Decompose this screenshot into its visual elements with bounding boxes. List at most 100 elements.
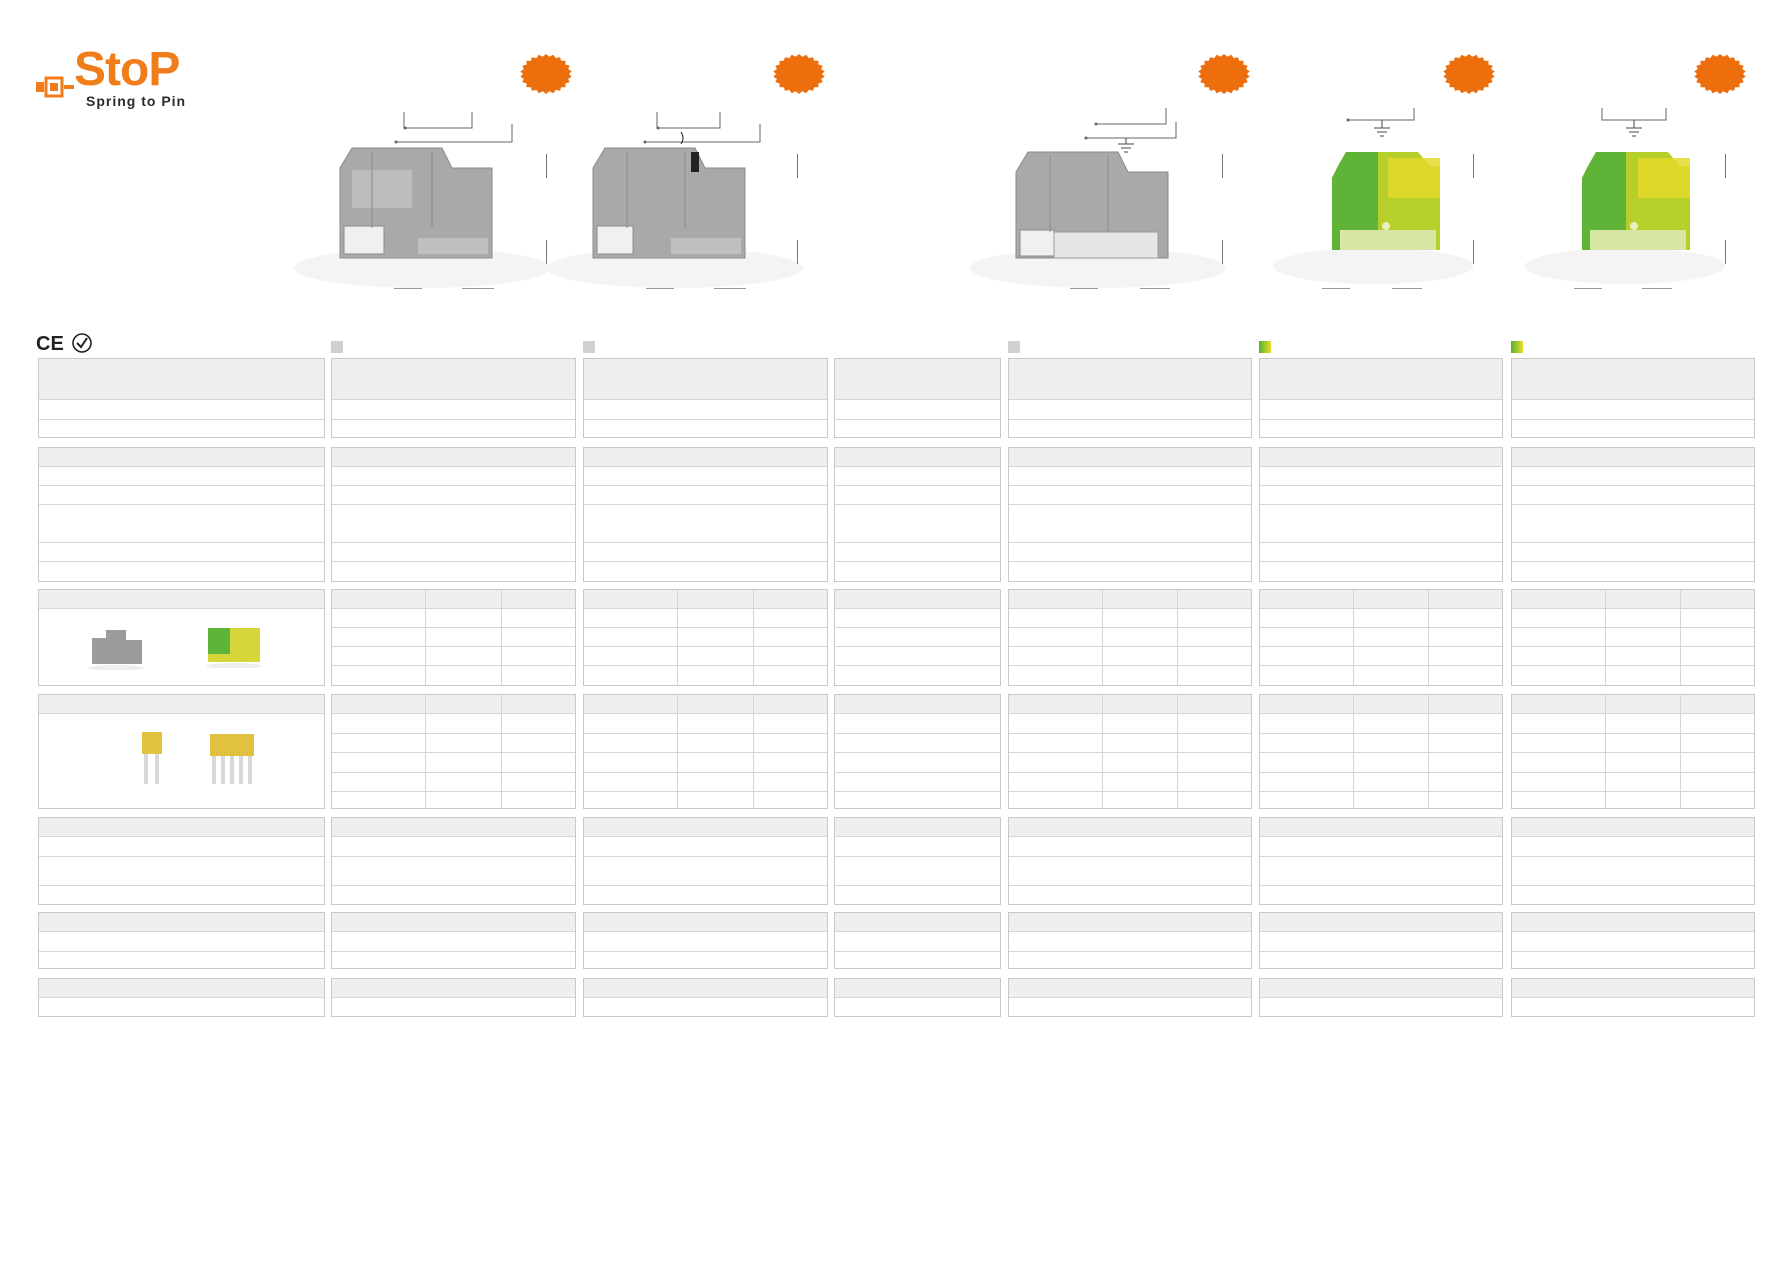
table-row-divider xyxy=(332,951,575,952)
spec-block-header xyxy=(39,359,324,399)
spec-block-header xyxy=(835,818,1000,836)
table-row-divider xyxy=(1260,504,1502,505)
spec-block xyxy=(583,817,828,905)
table-row-divider xyxy=(584,931,827,932)
spec-block-header xyxy=(1260,359,1502,399)
spec-block xyxy=(1259,912,1503,969)
table-column-divider xyxy=(1428,695,1429,808)
spec-block xyxy=(1511,817,1755,905)
spec-block xyxy=(331,694,576,809)
spec-block-header xyxy=(39,913,324,931)
spec-block-header xyxy=(1512,979,1754,997)
spec-block xyxy=(834,912,1001,969)
spec-block-header xyxy=(584,695,827,713)
table-row-divider xyxy=(1512,542,1754,543)
table-row-divider xyxy=(1009,399,1251,400)
table-row-divider xyxy=(1512,997,1754,998)
table-row-divider xyxy=(1512,951,1754,952)
spec-block-header xyxy=(1009,818,1251,836)
spec-block-header xyxy=(1260,448,1502,466)
spec-block xyxy=(38,978,325,1017)
product-image-2 xyxy=(545,108,805,288)
table-row-divider xyxy=(39,713,324,714)
spec-block xyxy=(1008,978,1252,1017)
spec-block xyxy=(331,589,576,686)
product-image-4 xyxy=(1268,108,1478,288)
table-row-divider xyxy=(1260,646,1502,647)
gray-end-plate-icon xyxy=(88,630,144,670)
table-row-divider xyxy=(835,713,1000,714)
table-row-divider xyxy=(1512,399,1754,400)
table-row-divider xyxy=(1512,836,1754,837)
new-badge-icon xyxy=(773,54,825,94)
table-row-divider xyxy=(332,772,575,773)
table-row-divider xyxy=(39,997,324,998)
table-row-divider xyxy=(1260,542,1502,543)
table-row-divider xyxy=(332,561,575,562)
spec-block xyxy=(1259,978,1503,1017)
table-column-divider xyxy=(753,695,754,808)
table-row-divider xyxy=(584,561,827,562)
yellow-green-color-swatch xyxy=(1511,341,1523,353)
table-row-divider xyxy=(1009,646,1251,647)
table-row-divider xyxy=(332,466,575,467)
table-row-divider xyxy=(332,419,575,420)
table-row-divider xyxy=(1009,997,1251,998)
spec-block xyxy=(1511,694,1755,809)
table-column-divider xyxy=(501,695,502,808)
table-column-divider xyxy=(1177,590,1178,685)
spec-block xyxy=(834,358,1001,438)
spec-block-header xyxy=(584,359,827,399)
table-row-divider xyxy=(1009,772,1251,773)
spec-block-header xyxy=(1512,818,1754,836)
table-row-divider xyxy=(1512,713,1754,714)
product-image-3 xyxy=(968,108,1228,288)
spec-block-header xyxy=(332,359,575,399)
table-column-divider xyxy=(677,695,678,808)
table-row-divider xyxy=(1260,419,1502,420)
table-row-divider xyxy=(1512,856,1754,857)
table-row-divider xyxy=(835,856,1000,857)
table-row-divider xyxy=(584,856,827,857)
spec-block xyxy=(1511,447,1755,582)
table-row-divider xyxy=(332,608,575,609)
table-column-divider xyxy=(1353,590,1354,685)
table-row-divider xyxy=(584,419,827,420)
spec-block-header xyxy=(1009,590,1251,608)
table-row-divider xyxy=(332,646,575,647)
yellow-green-color-swatch xyxy=(1259,341,1271,353)
product-image-5 xyxy=(1520,108,1730,288)
product-image-1 xyxy=(292,108,552,288)
spec-block xyxy=(1511,358,1755,438)
table-row-divider xyxy=(1512,561,1754,562)
table-column-divider xyxy=(425,695,426,808)
table-row-divider xyxy=(39,931,324,932)
spec-block-header xyxy=(332,590,575,608)
table-row-divider xyxy=(1260,836,1502,837)
table-row-divider xyxy=(584,733,827,734)
spec-block-header xyxy=(1260,818,1502,836)
table-row-divider xyxy=(332,856,575,857)
spec-block-header xyxy=(835,913,1000,931)
table-row-divider xyxy=(584,608,827,609)
table-row-divider xyxy=(39,885,324,886)
gray-color-swatch xyxy=(583,341,595,353)
table-row-divider xyxy=(1260,561,1502,562)
table-row-divider xyxy=(1260,997,1502,998)
table-row-divider xyxy=(1009,485,1251,486)
table-row-divider xyxy=(1009,713,1251,714)
spec-block xyxy=(1259,358,1503,438)
spec-block-header xyxy=(1260,590,1502,608)
table-column-divider xyxy=(425,590,426,685)
table-column-divider xyxy=(1428,590,1429,685)
table-row-divider xyxy=(835,561,1000,562)
table-row-divider xyxy=(1009,951,1251,952)
spec-block-header xyxy=(1260,695,1502,713)
spec-block xyxy=(331,912,576,969)
table-row-divider xyxy=(1009,608,1251,609)
table-row-divider xyxy=(835,542,1000,543)
table-row-divider xyxy=(1512,885,1754,886)
table-row-divider xyxy=(1512,608,1754,609)
gray-color-swatch xyxy=(331,341,343,353)
spec-block-header xyxy=(39,818,324,836)
